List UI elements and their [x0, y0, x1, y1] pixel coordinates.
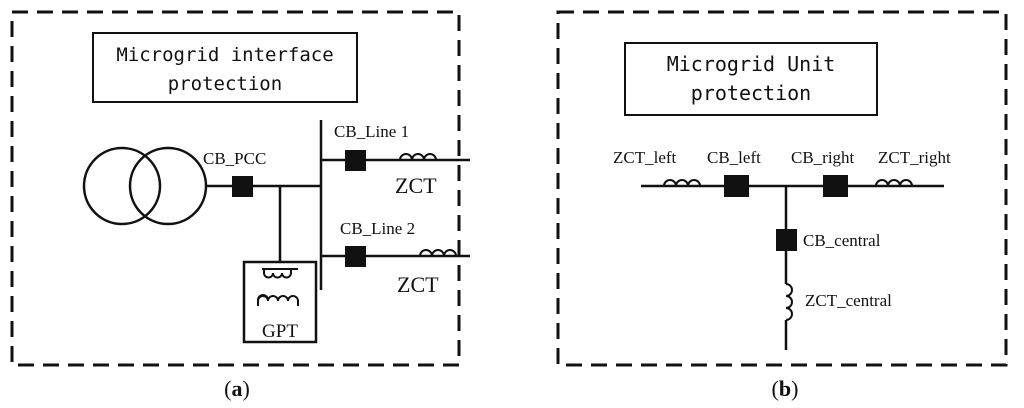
zct-central-label: ZCT_central — [805, 291, 892, 310]
cb-line2-breaker — [345, 246, 366, 267]
cb-line1-breaker — [345, 150, 366, 171]
panel-b: Microgrid Unit protection ZCT_left CB_le… — [556, 10, 1008, 401]
zct2-label: ZCT — [397, 272, 439, 297]
transformer-symbol — [82, 146, 208, 226]
cb-line1-label: CB_Line 1 — [334, 122, 409, 141]
panel-b-title-box — [624, 42, 878, 116]
panel-a: Microgrid interface protection CB_PCC GP… — [10, 10, 470, 401]
cb-left-breaker — [724, 175, 749, 197]
cb-right-breaker — [823, 175, 848, 197]
zct-right-coil-icon — [875, 179, 913, 187]
panel-a-title-line1: Microgrid interface — [116, 44, 333, 66]
gpt-coil-icon — [257, 268, 299, 306]
cb-central-breaker — [776, 229, 797, 251]
zct2-coil-icon — [419, 249, 457, 257]
panel-b-title-line1: Microgrid Unit — [667, 52, 836, 76]
panel-b-caption: (b) — [772, 376, 799, 401]
cb-central-label: CB_central — [803, 231, 881, 250]
cb-right-label: CB_right — [791, 148, 855, 167]
cb-left-label: CB_left — [707, 148, 761, 167]
panel-b-dashed-border — [556, 10, 1008, 367]
gpt-box — [242, 260, 318, 344]
zct-central-gap — [780, 284, 792, 320]
panel-a-caption: (a) — [224, 376, 250, 401]
zct-left-label: ZCT_left — [613, 148, 677, 167]
zct-left-coil-icon — [663, 179, 701, 187]
zct-central-coil-icon — [785, 283, 793, 321]
gpt-label: GPT — [262, 321, 298, 342]
cb-pcc-breaker — [232, 176, 253, 197]
cb-pcc-label: CB_PCC — [203, 149, 266, 168]
zct1-coil-icon — [399, 153, 437, 161]
cb-line2-label: CB_Line 2 — [340, 219, 415, 238]
zct-right-label: ZCT_right — [878, 148, 951, 167]
panel-b-title-line2: protection — [691, 81, 811, 105]
panel-a-title-box — [92, 32, 358, 103]
panel-a-title-line2: protection — [168, 73, 282, 95]
zct1-label: ZCT — [395, 173, 437, 198]
